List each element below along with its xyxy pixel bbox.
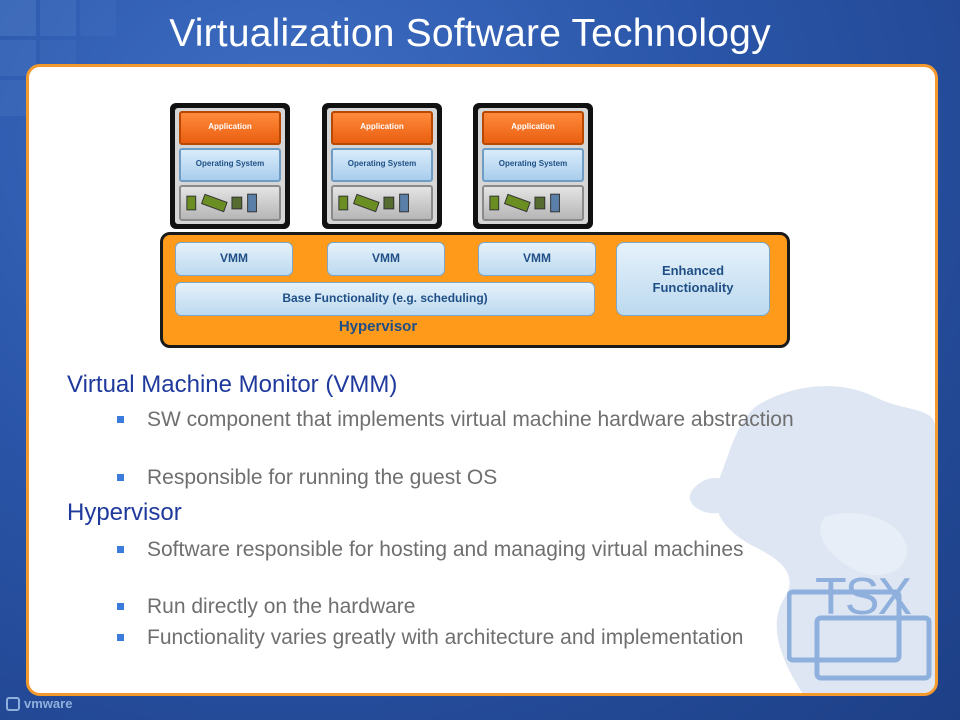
base-functionality-box: Base Functionality (e.g. scheduling) <box>175 282 595 316</box>
bullet-item: Run directly on the hardware <box>117 596 817 618</box>
tsx-badge-text: TSX <box>815 568 912 626</box>
application-layer: Application <box>331 111 433 145</box>
virtual-hardware-icon <box>482 185 584 221</box>
section-heading-hypervisor: Hypervisor <box>67 499 182 526</box>
section-heading-vmm: Virtual Machine Monitor (VMM) <box>67 371 398 398</box>
bullet-square-icon <box>117 603 124 610</box>
bullet-square-icon <box>117 634 124 641</box>
bullet-item: Software responsible for hosting and man… <box>117 539 817 561</box>
operating-system-layer: Operating System <box>179 148 281 182</box>
bullet-square-icon <box>117 416 124 423</box>
vmm-box-2: VMM <box>327 242 445 276</box>
hypervisor-block: VMM VMM VMM Base Functionality (e.g. sch… <box>160 232 790 348</box>
slide-title: Virtualization Software Technology <box>169 12 771 55</box>
hypervisor-label: Hypervisor <box>338 318 418 335</box>
bullet-square-icon <box>117 546 124 553</box>
vmm-box-1: VMM <box>175 242 293 276</box>
enhanced-functionality-box: Enhanced Functionality <box>616 242 770 316</box>
operating-system-layer: Operating System <box>331 148 433 182</box>
vmm-box-3: VMM <box>478 242 596 276</box>
application-layer: Application <box>482 111 584 145</box>
vmware-mark-icon <box>6 696 20 711</box>
vmware-logo: vmware <box>6 696 72 711</box>
virtual-machine-3: Application Operating System <box>473 103 593 229</box>
virtual-machine-1: Application Operating System <box>170 103 290 229</box>
virtual-machine-2: Application Operating System <box>322 103 442 229</box>
bullet-item: Functionality varies greatly with archit… <box>117 627 817 649</box>
operating-system-layer: Operating System <box>482 148 584 182</box>
virtual-hardware-icon <box>331 185 433 221</box>
tsx-logo-icon <box>787 589 932 681</box>
bullet-square-icon <box>117 474 124 481</box>
content-panel: TSX Application Operating System Applica… <box>26 64 938 696</box>
vmware-logo-text: vmware <box>24 696 73 711</box>
application-layer: Application <box>179 111 281 145</box>
enhanced-functionality-label: Enhanced Functionality <box>652 263 734 295</box>
bullet-item: Responsible for running the guest OS <box>117 467 817 489</box>
bullet-item: SW component that implements virtual mac… <box>117 409 817 431</box>
virtual-hardware-icon <box>179 185 281 221</box>
